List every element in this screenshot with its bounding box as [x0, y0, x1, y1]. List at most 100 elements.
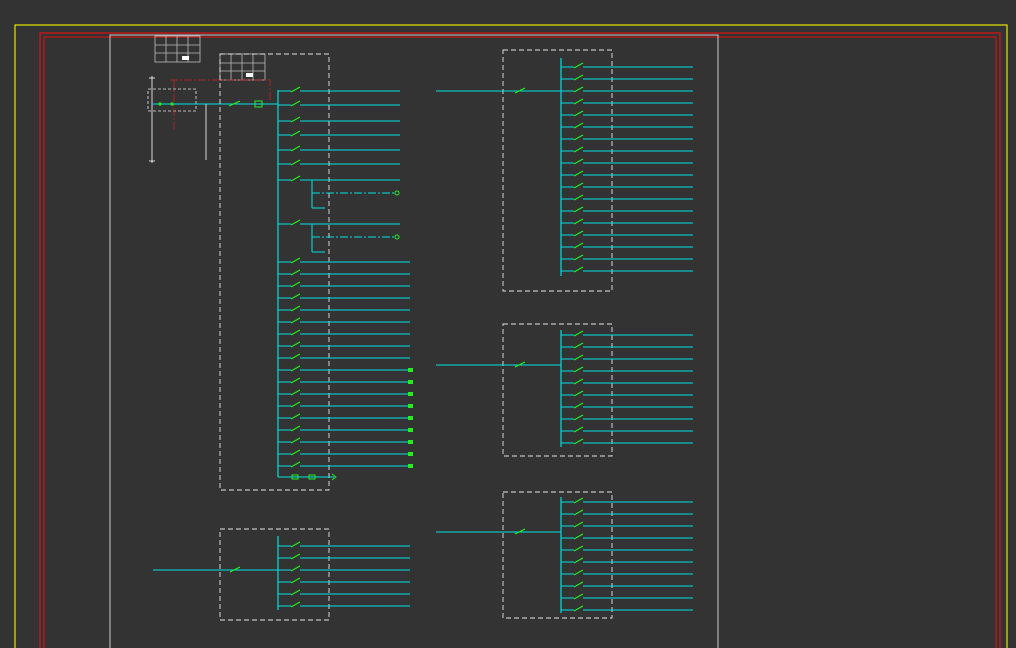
rp1-feeder-18-breaker: [573, 266, 584, 273]
main-lower-feeder-18-terminal: [408, 464, 413, 468]
rp1-feeder-1-breaker: [573, 62, 584, 69]
rp1-feeder-6-breaker: [573, 122, 584, 129]
rp3-feeder-9-breaker: [573, 593, 584, 600]
main-lower-feeder-11-terminal: [408, 380, 413, 384]
rp2-feeder-1-breaker: [573, 330, 584, 337]
main-lower-feeder-3-breaker: [290, 281, 301, 288]
rp1-feeder-14-breaker: [573, 218, 584, 225]
rp3-incoming-breaker: [514, 528, 526, 535]
main-lower-feeder-12-terminal: [408, 392, 413, 396]
grid-table-1: [154, 35, 201, 63]
rp1-incoming-breaker: [514, 87, 526, 94]
rp1-feeder-5-breaker: [573, 110, 584, 117]
ctrl-end-2: [394, 234, 400, 240]
rp2-feeder-7-breaker: [573, 402, 584, 409]
rp2-feeder-3-breaker: [573, 354, 584, 361]
main-lower-feeder-8-breaker: [290, 341, 301, 348]
panel-box-right-3: [502, 491, 613, 619]
panel-box-sub: [219, 528, 330, 621]
main-lower-feeder-1-breaker: [290, 257, 301, 264]
main-feeder-1-breaker: [290, 86, 301, 93]
rp2-incoming-breaker: [514, 361, 526, 368]
main-tie-device-1: [291, 474, 299, 480]
main-lower-feeder-11-breaker: [290, 377, 301, 384]
rp3-feeder-3-breaker: [573, 521, 584, 528]
main-ctrl-feeder-2-breaker: [290, 219, 301, 226]
main-lower-feeder-15-terminal: [408, 428, 413, 432]
main-lower-feeder-4-breaker: [290, 293, 301, 300]
main-lower-feeder-18-breaker: [290, 461, 301, 468]
main-lower-feeder-13-breaker: [290, 401, 301, 408]
main-feeder-5-breaker: [290, 145, 301, 152]
main-lower-feeder-12-breaker: [290, 389, 301, 396]
sub-feeder-3-breaker: [290, 565, 301, 572]
outer-frame: [14, 24, 1008, 648]
incoming-supply: [147, 76, 278, 163]
main-feeder-4-breaker: [290, 130, 301, 137]
main-lower-feeder-17-terminal: [408, 452, 413, 456]
panel-box-right-2: [502, 323, 613, 457]
rp3-feeder-6-breaker: [573, 557, 584, 564]
rp1-feeder-10-breaker: [573, 170, 584, 177]
main-lower-feeder-5-breaker: [290, 305, 301, 312]
rp2-feeder-8-breaker: [573, 414, 584, 421]
main-tie-arrow: [331, 473, 337, 481]
rp3-feeder-7-breaker: [573, 569, 584, 576]
sub-feeder-4-breaker: [290, 577, 301, 584]
rp1-feeder-4-breaker: [573, 98, 584, 105]
main-lower-feeder-6-breaker: [290, 317, 301, 324]
main-lower-feeder-16-terminal: [408, 440, 413, 444]
grid-table-2: [219, 53, 266, 81]
main-lower-feeder-15-breaker: [290, 425, 301, 432]
main-lower-feeder-9-breaker: [290, 353, 301, 360]
main-lower-feeder-13-terminal: [408, 404, 413, 408]
rp2-feeder-2-breaker: [573, 342, 584, 349]
panel-box-right-1: [502, 49, 613, 292]
main-lower-feeder-7-breaker: [290, 329, 301, 336]
rp1-feeder-12-breaker: [573, 194, 584, 201]
main-tie-device-2: [308, 474, 316, 480]
main-lower-feeder-14-terminal: [408, 416, 413, 420]
ctrl-end-1: [394, 190, 400, 196]
rp2-feeder-10-breaker: [573, 438, 584, 445]
rp1-feeder-9-breaker: [573, 158, 584, 165]
sub-feeder-5-breaker: [290, 589, 301, 596]
rp3-feeder-4-breaker: [573, 533, 584, 540]
main-lower-feeder-14-breaker: [290, 413, 301, 420]
main-lower-feeder-10-breaker: [290, 365, 301, 372]
rp1-feeder-3-breaker: [573, 86, 584, 93]
rp3-feeder-2-breaker: [573, 509, 584, 516]
panel-box-main: [219, 53, 330, 491]
feeder-circuits: [153, 58, 693, 613]
rp3-feeder-10-breaker: [573, 605, 584, 612]
sub-feeder-6-breaker: [290, 601, 301, 608]
rp2-feeder-4-breaker: [573, 366, 584, 373]
rp2-feeder-5-breaker: [573, 378, 584, 385]
main-lower-feeder-2-breaker: [290, 269, 301, 276]
rp2-feeder-9-breaker: [573, 426, 584, 433]
border-frame-red-inner: [43, 36, 997, 648]
rp1-feeder-15-breaker: [573, 230, 584, 237]
rp1-feeder-16-breaker: [573, 242, 584, 249]
rp1-feeder-13-breaker: [573, 206, 584, 213]
main-ctrl-feeder-1-breaker: [290, 175, 301, 182]
main-feeder-3-breaker: [290, 116, 301, 123]
main-lower-feeder-17-breaker: [290, 449, 301, 456]
main-lower-feeder-16-breaker: [290, 437, 301, 444]
main-lower-feeder-10-terminal: [408, 368, 413, 372]
rp2-feeder-6-breaker: [573, 390, 584, 397]
rp1-feeder-7-breaker: [573, 134, 584, 141]
rp1-feeder-11-breaker: [573, 182, 584, 189]
rp3-feeder-5-breaker: [573, 545, 584, 552]
main-feeder-6-breaker: [290, 159, 301, 166]
rp1-feeder-8-breaker: [573, 146, 584, 153]
rp3-feeder-1-breaker: [573, 497, 584, 504]
sub-feeder-2-breaker: [290, 553, 301, 560]
sheet-frame: [109, 34, 719, 648]
rp1-feeder-2-breaker: [573, 74, 584, 81]
border-frame-red: [39, 32, 1001, 648]
sub-incoming-breaker: [229, 566, 241, 573]
main-feeder-2-breaker: [290, 100, 301, 107]
rp1-feeder-17-breaker: [573, 254, 584, 261]
